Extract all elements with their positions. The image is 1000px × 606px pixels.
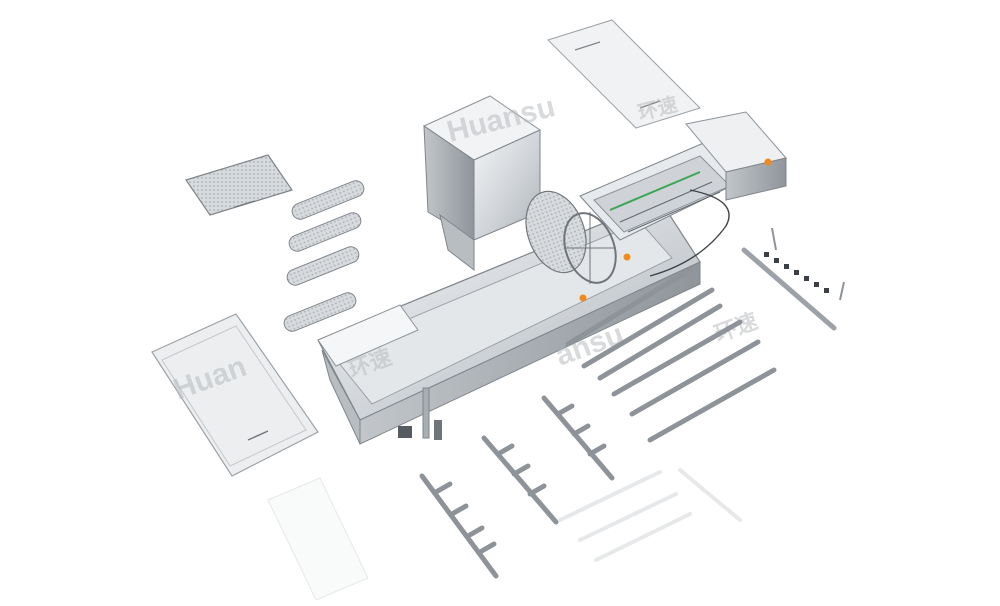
- faded-pipes: [558, 468, 742, 562]
- top-lid-panel: [547, 19, 701, 129]
- status-light: [764, 158, 772, 166]
- hopper-box: Huansu 环速: [422, 90, 680, 272]
- mesh-drum: [525, 190, 617, 284]
- faded-bottom-panel: [267, 477, 369, 601]
- status-light: [623, 253, 631, 261]
- roller: [283, 292, 357, 332]
- mesh-tray-small: [185, 154, 293, 216]
- spray-pipe-set: [565, 267, 777, 443]
- roller: [286, 246, 360, 286]
- nozzle-bar: [741, 227, 845, 331]
- manifold-1: [419, 473, 499, 579]
- manifold-3: [541, 395, 615, 481]
- roller-group: [283, 180, 365, 332]
- main-trough: ansu 环速 环速: [317, 199, 761, 445]
- status-light: [579, 294, 587, 302]
- conveyor-section: [579, 135, 761, 277]
- control-box: [579, 111, 787, 302]
- manifold-2: [481, 435, 559, 525]
- side-panel-large: Huan: [151, 313, 319, 477]
- roller: [291, 180, 365, 220]
- roller: [288, 212, 362, 252]
